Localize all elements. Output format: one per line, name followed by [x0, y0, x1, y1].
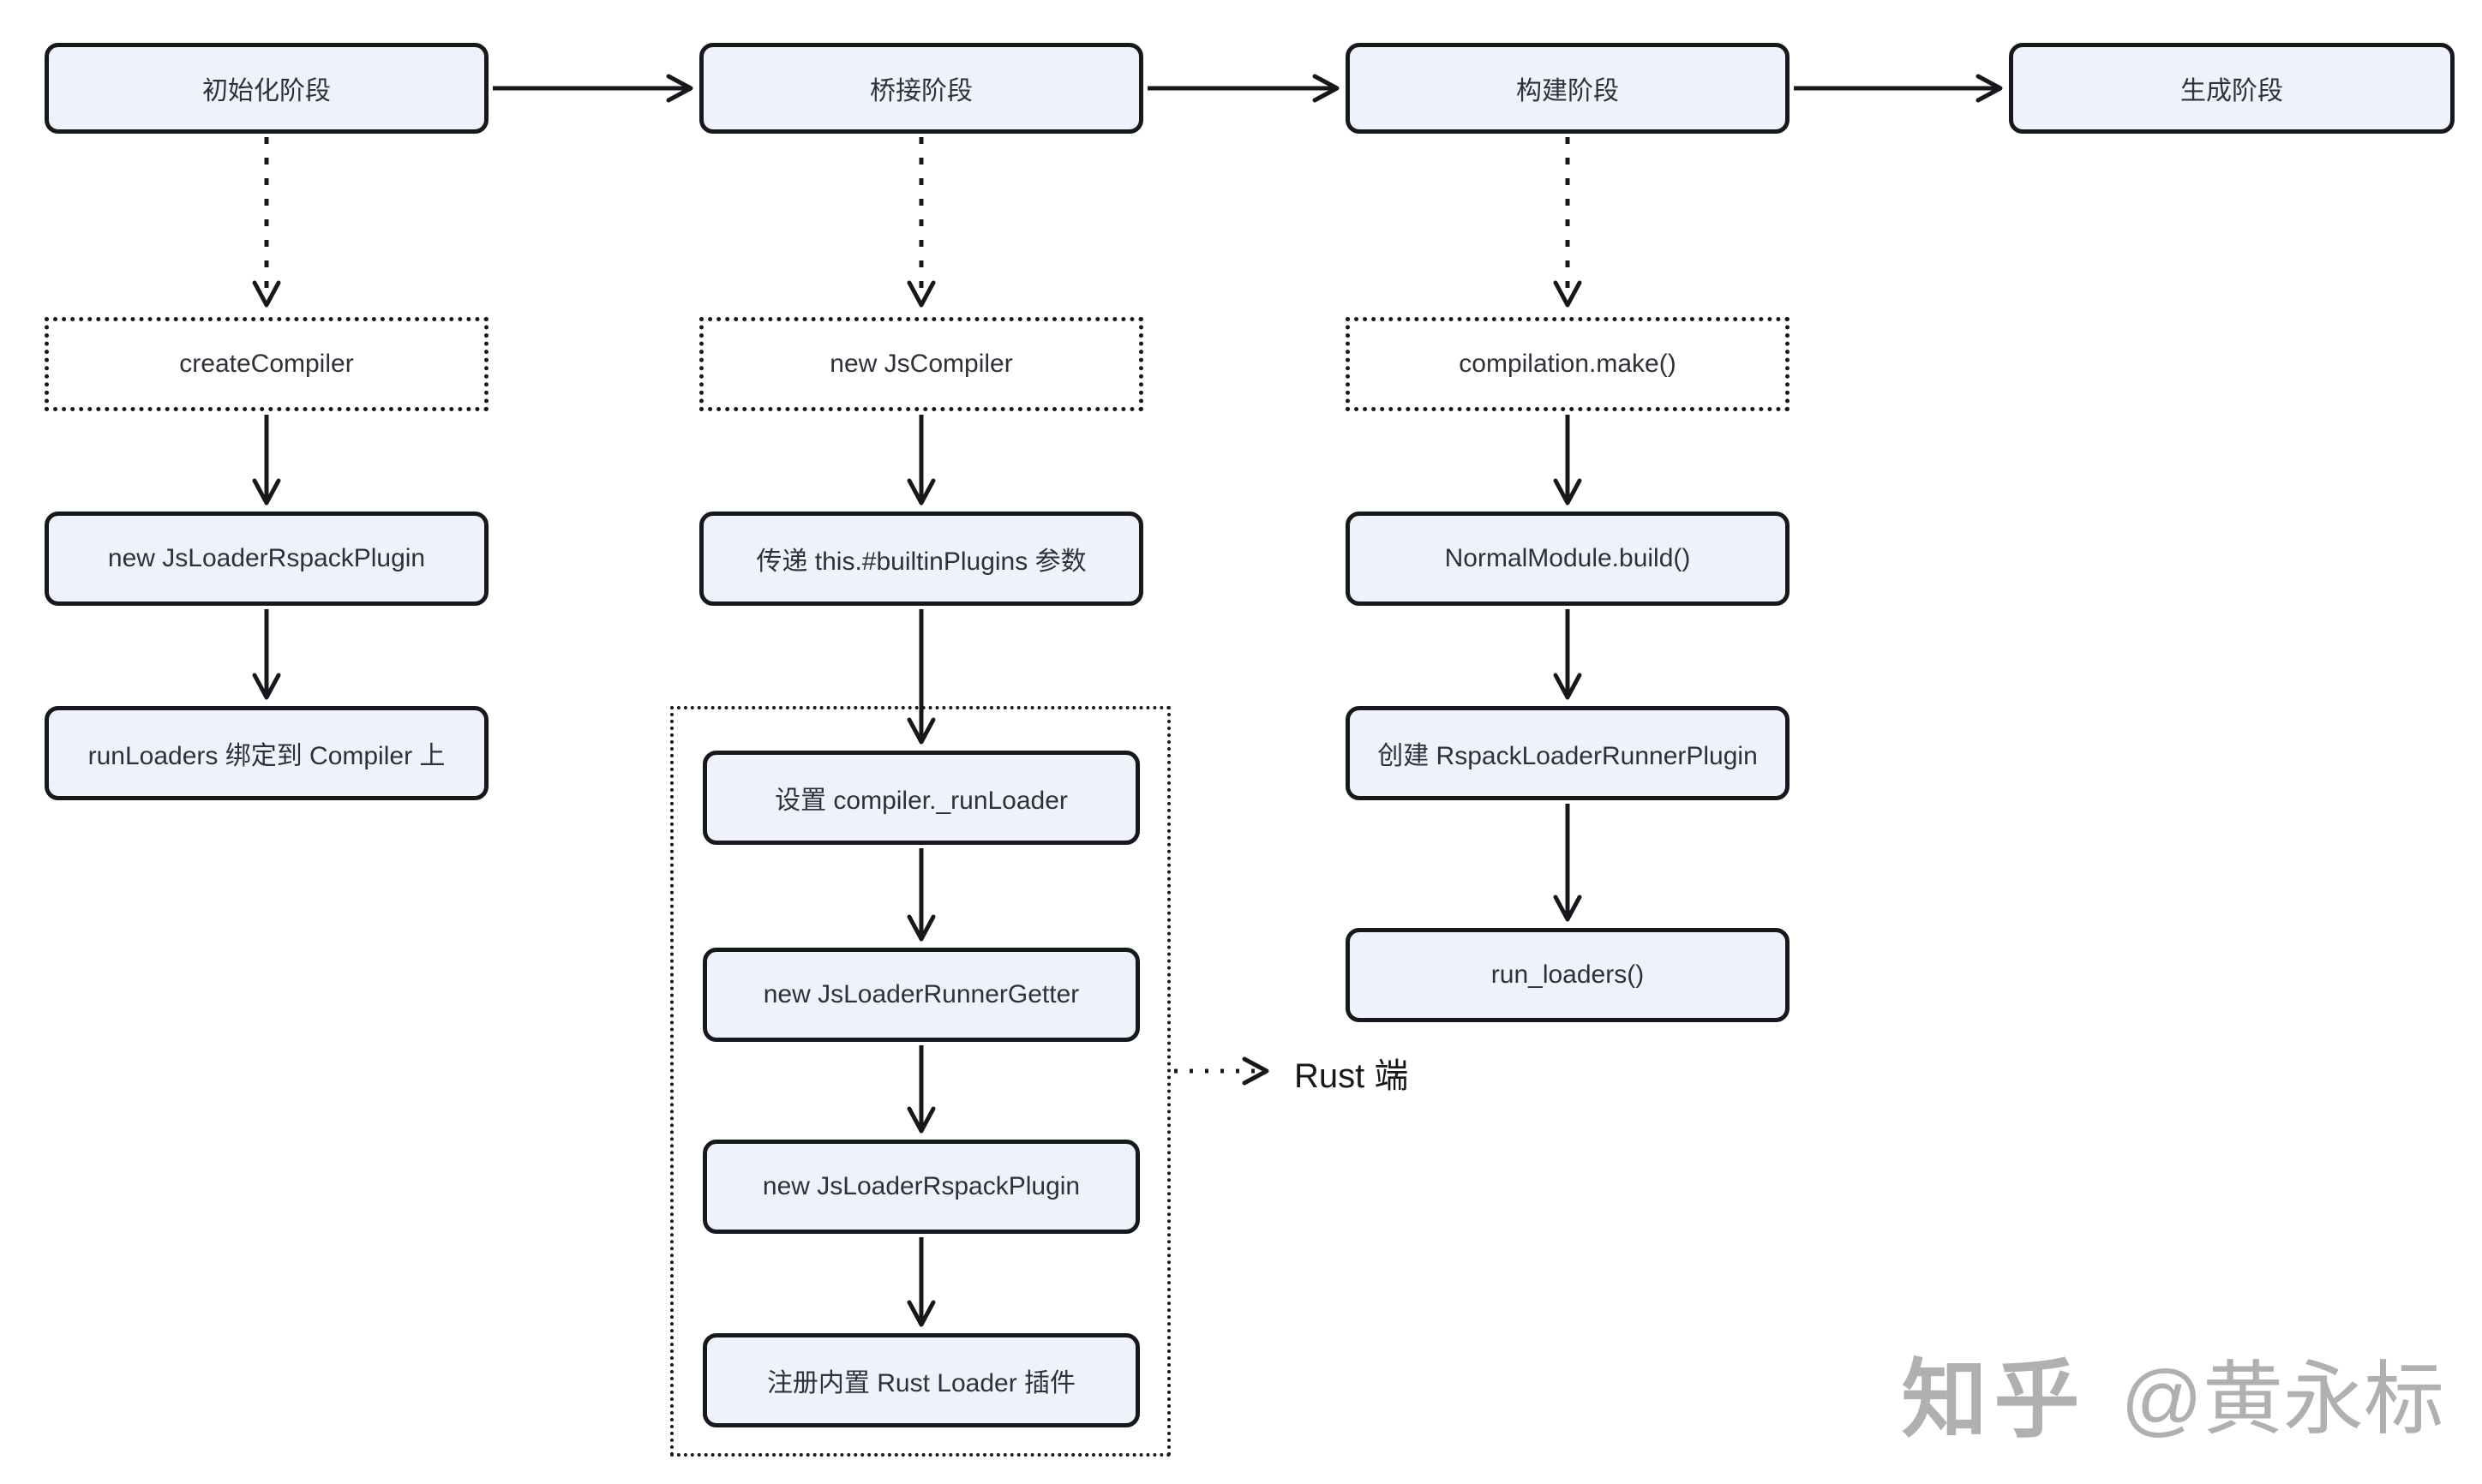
node-runloaders-bind-compiler: runLoaders 绑定到 Compiler 上: [45, 706, 489, 800]
node-create-compiler: createCompiler: [45, 317, 489, 411]
phase-node-init: 初始化阶段: [45, 43, 489, 134]
node-new-jsloader-runner-getter: new JsLoaderRunnerGetter: [703, 948, 1140, 1042]
node-compilation-make: compilation.make(): [1346, 317, 1790, 411]
node-new-jsloader-rspack-plugin-rust: new JsLoaderRspackPlugin: [703, 1140, 1140, 1234]
node-register-builtin-rust-loader: 注册内置 Rust Loader 插件: [703, 1333, 1140, 1427]
node-new-js-compiler: new JsCompiler: [699, 317, 1143, 411]
rust-side-label: Rust 端: [1294, 1057, 1409, 1095]
node-normal-module-build: NormalModule.build(): [1346, 512, 1790, 606]
phase-node-build: 构建阶段: [1346, 43, 1790, 134]
phase-node-bridge: 桥接阶段: [699, 43, 1143, 134]
node-run-loaders: run_loaders(): [1346, 928, 1790, 1022]
watermark-author: @黄永标: [2120, 1353, 2444, 1444]
node-pass-builtin-plugins: 传递 this.#builtinPlugins 参数: [699, 512, 1143, 606]
watermark-brand: 知乎: [1901, 1352, 2087, 1448]
phase-node-emit: 生成阶段: [2009, 43, 2455, 134]
watermark: 知乎 @黄永标: [1902, 1330, 2444, 1454]
rust-side-container: [670, 706, 1171, 1457]
node-set-compiler-runloader: 设置 compiler._runLoader: [703, 751, 1140, 845]
node-create-rspack-loader-runner-plugin: 创建 RspackLoaderRunnerPlugin: [1346, 706, 1790, 800]
node-new-jsloader-rspack-plugin: new JsLoaderRspackPlugin: [45, 512, 489, 606]
